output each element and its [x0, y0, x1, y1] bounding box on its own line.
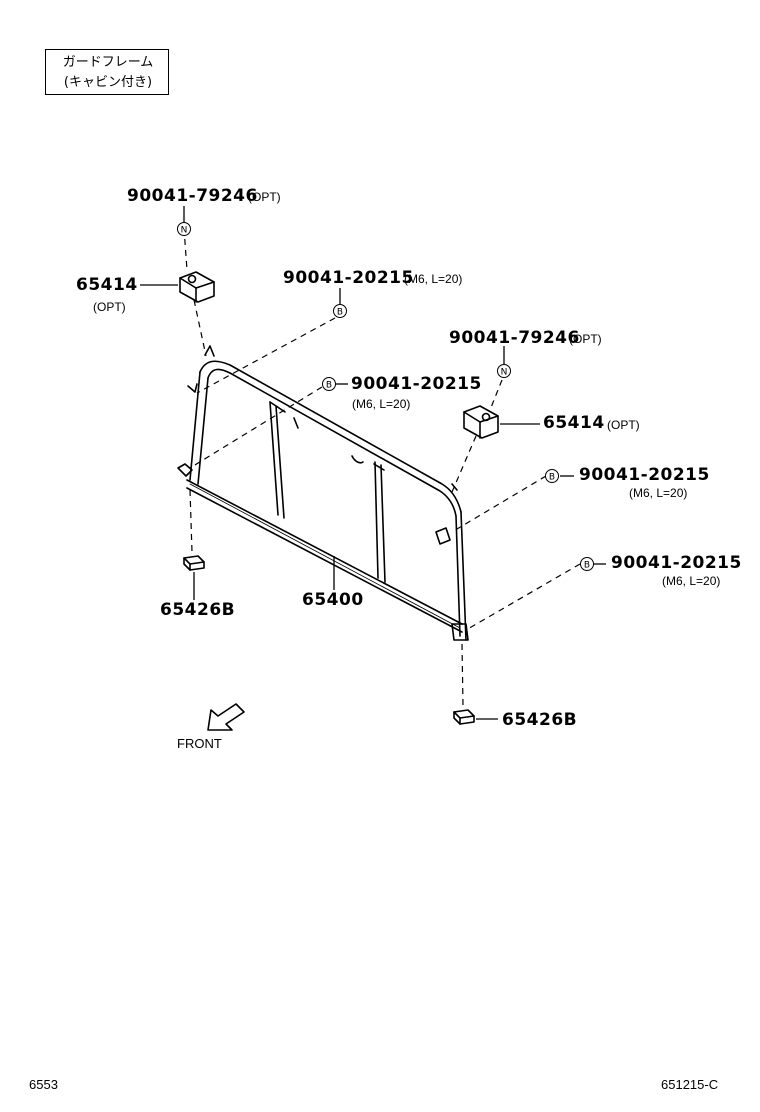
- dash-bolt-top-to-bracket: [183, 227, 188, 271]
- title-line-1: ガードフレーム: [62, 55, 154, 70]
- part-spec-bolt-right-upper: (OPT): [569, 332, 602, 346]
- part-spec-bolt-upper-center: (M6, L=20): [404, 272, 463, 286]
- dash-center-bolt-to-frame: [196, 317, 336, 394]
- part-number-cushion-right: 65426B: [502, 710, 578, 730]
- dash-mid-bolt-to-frame: [451, 475, 547, 533]
- marker-bolt-right-upper: N: [501, 368, 508, 378]
- marker-bolt-top: N: [181, 226, 188, 236]
- marker-bolt-left-mid: B: [326, 381, 332, 391]
- marker-circle-bolt-right-mid: [545, 469, 559, 483]
- part-number-bracket-right: 65414: [543, 413, 605, 433]
- marker-circle-bolt-upper-center: [333, 304, 347, 318]
- marker-bolt-right-mid: B: [549, 473, 555, 483]
- front-arrow-icon: [207, 703, 245, 731]
- guard-frame-65400: [177, 345, 469, 641]
- bracket-65414-left: [179, 271, 215, 303]
- title-box: ガードフレーム (キャビン付き): [45, 49, 169, 95]
- marker-circle-bolt-left-mid: [322, 377, 336, 391]
- dash-right-bracket-to-frame: [451, 435, 477, 493]
- part-number-cushion-left: 65426B: [160, 600, 236, 620]
- footer-right-code: 651215-C: [661, 1077, 719, 1092]
- dash-right-bolt-to-bracket: [489, 379, 503, 411]
- part-number-bracket-left: 65414: [76, 275, 138, 295]
- part-spec-bolt-left-mid: (M6, L=20): [352, 397, 411, 411]
- part-spec-bolt-top: (OPT): [248, 190, 281, 204]
- part-number-guard-frame: 65400: [302, 590, 364, 610]
- part-spec-bracket-right: (OPT): [607, 418, 640, 432]
- bracket-65414-right: [463, 405, 499, 439]
- dash-frame-to-cushion-right: [461, 643, 464, 707]
- marker-circle-bolt-right-upper: [497, 364, 511, 378]
- cushion-65426b-left: [183, 555, 205, 571]
- part-number-bolt-right-upper: 90041-79246: [449, 328, 580, 348]
- part-number-bolt-right-mid: 90041-20215: [579, 465, 710, 485]
- part-spec-bolt-right-mid: (M6, L=20): [629, 486, 688, 500]
- dash-left-bolt-to-frame: [189, 386, 323, 469]
- part-number-bolt-top: 90041-79246: [127, 186, 258, 206]
- part-spec-bolt-right-low: (M6, L=20): [662, 574, 721, 588]
- dash-low-bolt-to-frame: [465, 563, 581, 631]
- front-label: FRONT: [177, 736, 222, 751]
- marker-circle-bolt-top: [177, 222, 191, 236]
- title-line-2: (キャビン付き): [63, 75, 153, 90]
- part-spec-bracket-left: (OPT): [93, 300, 126, 314]
- marker-bolt-right-low: B: [584, 561, 590, 571]
- dash-frame-to-cushion-left: [189, 489, 193, 553]
- dash-bracket-to-frame-left: [193, 299, 207, 357]
- part-number-bolt-left-mid: 90041-20215: [351, 374, 482, 394]
- part-number-bolt-upper-center: 90041-20215: [283, 268, 414, 288]
- footer-left-code: 6553: [29, 1077, 58, 1092]
- part-number-bolt-right-low: 90041-20215: [611, 553, 742, 573]
- marker-circle-bolt-right-low: [580, 557, 594, 571]
- cushion-65426b-right: [453, 709, 475, 725]
- marker-bolt-upper-center: B: [337, 308, 343, 318]
